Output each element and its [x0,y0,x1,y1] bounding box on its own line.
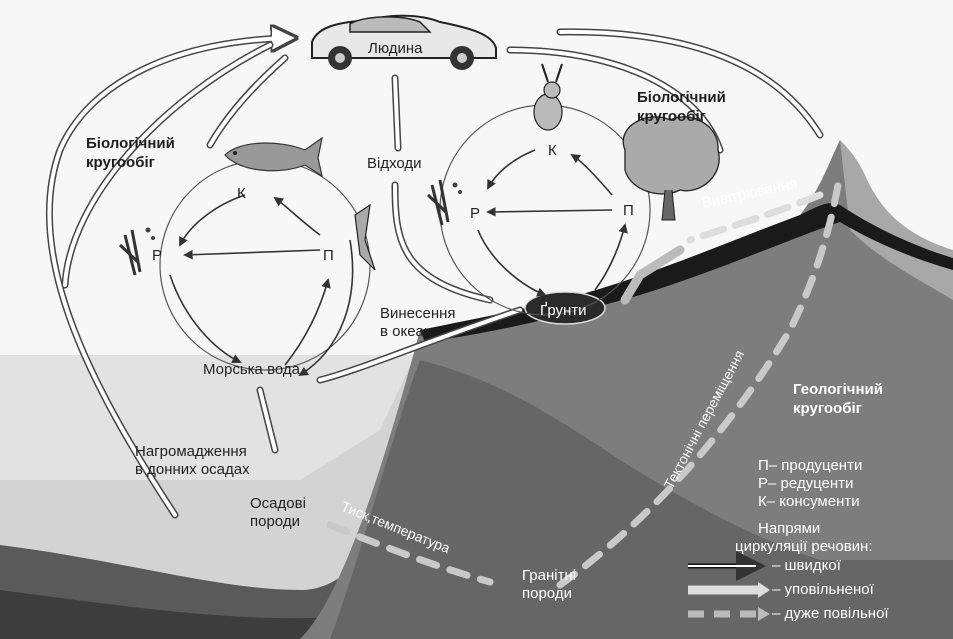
label-p-left: П [323,247,334,264]
label-granite-1: Гранітні [522,567,576,584]
label-human: Людина [368,40,423,57]
geological-arrows [326,181,842,589]
legend-directions-1: Напрями [758,520,820,537]
label-sedimentary-1: Осадові [250,495,306,512]
legend-reducers: Р– редуценти [758,475,853,492]
sea-shallow-band [0,355,415,480]
fish-icon [224,136,323,178]
label-bio-cycle-left-2: кругообіг [86,154,155,171]
label-r-left: Р [152,247,162,264]
label-bio-cycle-left-1: Біологічний [86,135,175,152]
label-granite-2: породи [522,585,572,602]
legend-producers: П– продуценти [758,457,862,474]
weathering-arrows [620,191,824,305]
fast-arrows-outer [45,32,824,519]
producer-icon-left [354,203,376,271]
legend-very-slow-arrowhead [758,607,770,621]
label-geo-cycle-1: Геологічний [793,381,883,398]
car-icon [311,14,497,70]
label-bio-cycle-right-2: кругообіг [637,108,706,125]
plant-icon-left [118,227,155,276]
label-k-left: К [237,185,246,202]
label-soils: Ґрунти [540,302,587,319]
label-k-right: К [548,142,557,159]
tree-icon [622,116,720,221]
label-accumulation-2: в донних осадах [135,461,250,478]
legend-slow-arrowhead [758,582,770,598]
label-ocean-export-2: в океан [380,323,432,340]
rabbit-icon [533,63,563,131]
soil-pocket [524,291,606,325]
legend-directions-2: циркуляції речовин: [735,538,873,555]
plant-icon-right [426,179,462,226]
legend-slow: – уповільненої [772,581,875,598]
label-bio-cycle-right-1: Біологічний [637,89,726,106]
label-waste: Відходи [367,155,422,172]
label-accumulation-1: Нагромадження [135,443,247,460]
label-sedimentary-2: породи [250,513,300,530]
label-p-right: П [623,202,634,219]
legend: П– продуценти Р– редуценти К– консументи… [688,457,889,622]
label-ocean-export-1: Винесення [380,305,456,322]
label-sea-water: Морська вода [203,361,301,378]
continent-inner-dark [330,360,953,639]
legend-consumers: К– консументи [758,493,860,510]
legend-very-slow: – дуже повільної [772,605,889,622]
legend-fast: – швидкої [772,557,842,574]
label-r-right: Р [470,205,480,222]
label-geo-cycle-2: кругообіг [793,400,862,417]
